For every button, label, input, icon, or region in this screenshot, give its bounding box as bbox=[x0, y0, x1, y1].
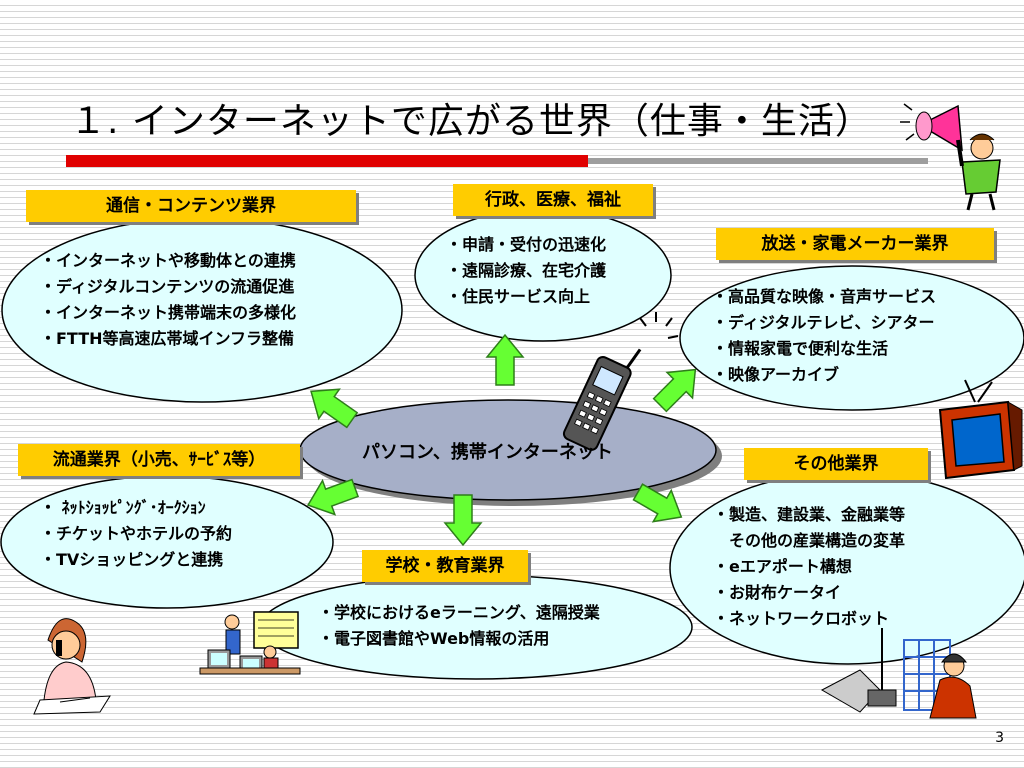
title-underline-red bbox=[66, 155, 588, 167]
list-item: ・学校におけるeラーニング、遠隔授業 bbox=[318, 603, 600, 622]
list-item: ・映像アーカイブ bbox=[712, 365, 840, 384]
list-item: ・eエアポート構想 bbox=[713, 557, 852, 576]
other-items: ・製造、建設業、金融業等 その他の産業構造の変革 ・eエアポート構想 ・お財布ケ… bbox=[713, 502, 905, 632]
list-item: ・申請・受付の迅速化 bbox=[446, 235, 607, 254]
list-item: ・ディジタルテレビ、シアター bbox=[712, 313, 935, 332]
telecom-label: 通信・コンテンツ業界 bbox=[26, 190, 356, 222]
list-item: ・住民サービス向上 bbox=[446, 287, 591, 306]
government-label: 行政、医療、福祉 bbox=[453, 184, 653, 216]
list-item: ・TVショッピングと連携 bbox=[40, 550, 224, 569]
broadcast-ellipse bbox=[679, 265, 1024, 411]
list-item: ・電子図書館やWeb情報の活用 bbox=[318, 629, 550, 648]
list-item: ・遠隔診療、在宅介護 bbox=[446, 261, 607, 280]
center-label: パソコン、携帯インターネット bbox=[362, 442, 613, 463]
government-items: ・申請・受付の迅速化 ・遠隔診療、在宅介護 ・住民サービス向上 bbox=[446, 232, 606, 310]
classroom-computers-icon bbox=[199, 611, 301, 675]
other-label: その他業界 bbox=[744, 448, 928, 480]
page-number: 3 bbox=[995, 730, 1004, 746]
construction-worker-icon bbox=[820, 628, 977, 719]
list-item: ・お財布ケータイ bbox=[713, 583, 842, 602]
list-item: ・FTTH等高速広帯域インフラ整備 bbox=[40, 329, 295, 348]
retail-ellipse bbox=[0, 475, 334, 609]
title-underline-grey bbox=[588, 158, 928, 164]
list-item: ・ディジタルコンテンツの流通促進 bbox=[40, 277, 295, 296]
list-item: ・高品質な映像・音声サービス bbox=[712, 287, 937, 306]
television-icon bbox=[938, 379, 1023, 480]
slide-title: １. インターネットで広がる世界（仕事・生活） bbox=[70, 101, 872, 142]
list-item: ・ネットワークロボット bbox=[713, 609, 890, 628]
telecom-items: ・インターネットや移動体との連携 ・ディジタルコンテンツの流通促進 ・インターネ… bbox=[40, 248, 296, 352]
list-item: ・製造、建設業、金融業等 bbox=[713, 505, 906, 524]
list-item: ・チケットやホテルの予約 bbox=[40, 524, 233, 543]
broadcast-label: 放送・家電メーカー業界 bbox=[716, 228, 994, 260]
list-item: ・情報家電で便利な生活 bbox=[712, 339, 889, 358]
megaphone-person-icon bbox=[900, 103, 1001, 211]
list-item: ・インターネット携帯端末の多様化 bbox=[40, 303, 297, 322]
list-item: ・インターネットや移動体との連携 bbox=[40, 251, 296, 270]
woman-on-phone-icon bbox=[33, 618, 111, 715]
mobile-phone-icon bbox=[562, 348, 642, 451]
center-ellipse bbox=[299, 399, 717, 501]
retail-label: 流通業界（小売、ｻｰﾋﾞｽ等） bbox=[18, 444, 300, 476]
retail-items: ・ ﾈｯﾄｼｮｯﾋﾟﾝｸﾞ･ｵｰｸｼｮﾝ ・チケットやホテルの予約 ・TVショッ… bbox=[40, 495, 232, 573]
list-item: その他の産業構造の変革 bbox=[713, 531, 906, 550]
broadcast-items: ・高品質な映像・音声サービス ・ディジタルテレビ、シアター ・情報家電で便利な生… bbox=[712, 284, 936, 388]
signal-waves-icon bbox=[639, 312, 679, 339]
list-item: ・ ﾈｯﾄｼｮｯﾋﾟﾝｸﾞ･ｵｰｸｼｮﾝ bbox=[40, 498, 206, 517]
education-label: 学校・教育業界 bbox=[362, 550, 528, 582]
education-items: ・学校におけるeラーニング、遠隔授業 ・電子図書館やWeb情報の活用 bbox=[318, 600, 600, 652]
arrow-to-government bbox=[486, 334, 524, 386]
